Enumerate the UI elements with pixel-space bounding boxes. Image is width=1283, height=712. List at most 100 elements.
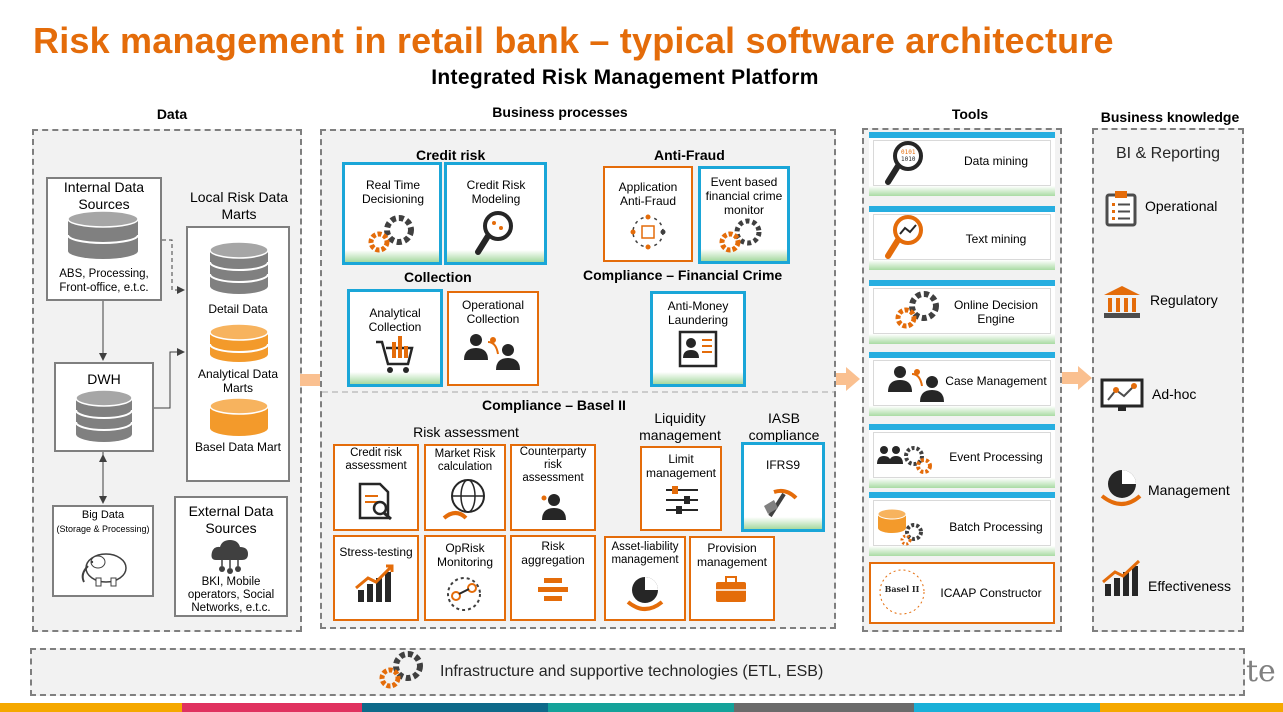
external-data-sources-description: BKI, Mobile operators, Social Networks, … bbox=[187, 576, 275, 614]
magnifier-icon: 0101 1010 bbox=[885, 141, 923, 185]
database-icon bbox=[67, 210, 139, 259]
market-risk-label: Market Risk calculation bbox=[434, 448, 496, 473]
external-data-sources-label: External Data Sources bbox=[188, 503, 274, 536]
gears-icon bbox=[719, 218, 762, 253]
ifrs9-card bbox=[741, 442, 825, 532]
footer-bar-3 bbox=[362, 703, 548, 712]
credit-risk-assessment-label: Credit risk assessment bbox=[345, 447, 407, 472]
anti-fraud-heading: Anti-Fraud bbox=[654, 147, 725, 163]
collection-heading: Collection bbox=[404, 269, 472, 285]
knowledge-operational: Operational bbox=[1145, 198, 1218, 214]
watermark-text: te bbox=[1246, 654, 1276, 689]
hammer-icon bbox=[764, 488, 798, 518]
bar-chart-growth-icon bbox=[355, 564, 394, 602]
big-data-box bbox=[52, 505, 154, 597]
column-header-tools: Tools bbox=[951, 106, 989, 122]
basel-data-mart-label: Basel Data Mart bbox=[194, 440, 282, 454]
big-data-sublabel: (Storage & Processing) bbox=[56, 524, 150, 534]
anti-money-laundering-label: Anti-Money Laundering bbox=[667, 299, 729, 327]
detail-data-database-icon bbox=[209, 241, 269, 294]
provision-management-card bbox=[689, 536, 775, 621]
credit-risk-modeling-card bbox=[444, 162, 547, 265]
counterparty-risk-label: Counterparty risk assessment bbox=[519, 446, 587, 484]
operational-collection-label: Operational Collection bbox=[461, 298, 525, 326]
column-header-business-processes: Business processes bbox=[492, 104, 628, 120]
event-people-gears-icon bbox=[877, 446, 932, 474]
people-icon bbox=[888, 366, 944, 402]
section-divider bbox=[322, 391, 834, 393]
tool-text-mining: Text mining bbox=[869, 206, 1055, 270]
liquidity-management-heading: Liquidity management bbox=[639, 410, 721, 443]
svg-text:1010: 1010 bbox=[901, 156, 916, 163]
globe-icon bbox=[442, 479, 485, 520]
sliders-icon bbox=[666, 486, 698, 514]
pie-chart-icon bbox=[626, 577, 664, 611]
credit-risk-heading: Credit risk bbox=[416, 147, 486, 163]
gears-icon bbox=[895, 291, 939, 329]
person-icon bbox=[541, 494, 566, 520]
limit-management-label: Limit management bbox=[645, 452, 717, 480]
clipboard-icon bbox=[1105, 191, 1137, 227]
bi-reporting-heading: BI & Reporting bbox=[1115, 145, 1221, 162]
detail-data-label: Detail Data bbox=[208, 302, 268, 316]
real-time-decisioning-label: Real Time Decisioning bbox=[361, 178, 425, 206]
big-data-label: Big Data bbox=[81, 509, 125, 521]
application-anti-fraud-label: Application Anti-Fraud bbox=[618, 180, 678, 208]
analytical-collection-label: Analytical Collection bbox=[368, 306, 422, 334]
column-header-data: Data bbox=[156, 106, 188, 122]
tool-text-mining-label: Text mining bbox=[965, 232, 1027, 246]
magnifier-trend-icon bbox=[885, 215, 923, 259]
network-fraud-icon bbox=[630, 214, 666, 250]
footer-bar-5 bbox=[734, 703, 914, 712]
id-document-icon bbox=[678, 330, 718, 368]
provision-management-label: Provision management bbox=[696, 541, 768, 569]
footer-bar-6 bbox=[914, 703, 1100, 712]
analytical-collection-card bbox=[347, 289, 443, 387]
real-time-decisioning-card bbox=[342, 162, 442, 265]
column-header-business-knowledge: Business knowledge bbox=[1100, 109, 1240, 125]
analytical-marts-database-icon bbox=[209, 323, 269, 362]
gears-icon bbox=[379, 651, 423, 689]
gears-icon bbox=[368, 215, 414, 253]
local-risk-data-marts-label: Local Risk Data Marts bbox=[189, 189, 289, 222]
tool-event-processing: Event Processing bbox=[869, 424, 1055, 488]
compliance-financial-crime-heading: Compliance – Financial Crime bbox=[583, 267, 783, 283]
analytical-data-marts-label: Analytical Data Marts bbox=[197, 367, 279, 395]
internal-data-sources-label: Internal Data Sources bbox=[63, 179, 145, 212]
stress-testing-label: Stress-testing bbox=[339, 545, 413, 559]
tool-batch-processing-label: Batch Processing bbox=[949, 520, 1043, 534]
knowledge-effectiveness: Effectiveness bbox=[1148, 578, 1232, 594]
limit-management-card bbox=[640, 446, 722, 531]
people-icon bbox=[464, 334, 520, 370]
tool-case-management-label: Case Management bbox=[945, 374, 1047, 388]
basel-mart-database-icon bbox=[209, 397, 269, 436]
iasb-compliance-heading: IASB compliance bbox=[748, 410, 820, 443]
stack-icon bbox=[538, 578, 568, 601]
network-monitor-icon bbox=[447, 577, 481, 611]
footer-bar-2 bbox=[182, 703, 362, 712]
bank-building-icon bbox=[1104, 286, 1140, 318]
tool-event-processing-label: Event Processing bbox=[949, 450, 1043, 464]
basel-seal-icon: Basel II bbox=[879, 569, 925, 615]
compliance-basel-heading: Compliance – Basel II bbox=[482, 397, 626, 413]
database-gears-icon bbox=[877, 508, 923, 546]
monitor-chart-icon bbox=[1100, 378, 1144, 411]
tool-icaap-constructor-label: ICAAP Constructor bbox=[940, 586, 1042, 600]
asset-liability-label: Asset-liability management bbox=[611, 541, 679, 566]
oprisk-monitoring-card bbox=[424, 535, 506, 621]
footer-bar-1 bbox=[0, 703, 182, 712]
tool-online-decision-engine-label: Online Decision Engine bbox=[953, 298, 1039, 326]
document-search-icon bbox=[358, 482, 392, 521]
infrastructure-label: Infrastructure and supportive technologi… bbox=[440, 663, 824, 680]
risk-assessment-heading: Risk assessment bbox=[413, 424, 519, 440]
page-title: Risk management in retail bank – typical… bbox=[33, 20, 1114, 61]
event-based-monitor-card bbox=[698, 166, 790, 264]
data-flow-arrows bbox=[99, 239, 185, 504]
credit-risk-modeling-label: Credit Risk Modeling bbox=[466, 178, 526, 206]
knowledge-regulatory: Regulatory bbox=[1150, 292, 1218, 308]
svg-text:0101: 0101 bbox=[901, 149, 916, 156]
page-subtitle: Integrated Risk Management Platform bbox=[431, 66, 819, 89]
dwh-database-icon bbox=[75, 389, 133, 442]
basel-seal-text: Basel II bbox=[885, 584, 920, 594]
oprisk-monitoring-label: OpRisk Monitoring bbox=[436, 541, 494, 569]
